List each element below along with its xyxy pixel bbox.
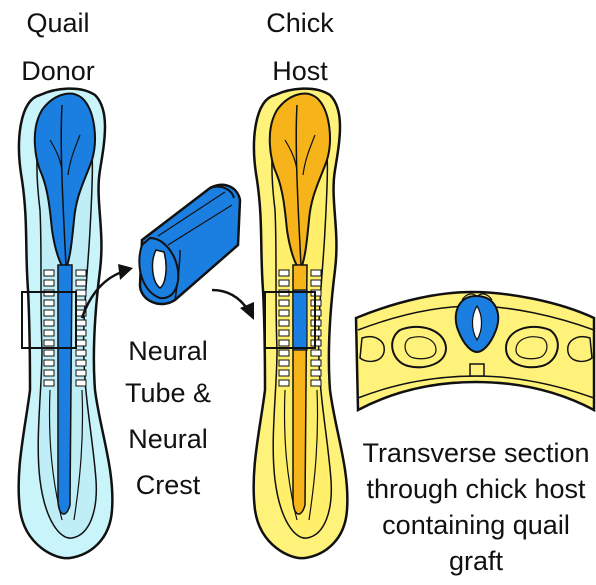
quail-neural-tube bbox=[58, 265, 72, 514]
quail-label-line2: Donor bbox=[21, 56, 95, 86]
section-label-line3: containing quail bbox=[382, 510, 570, 540]
tube-label-line2: Tube & bbox=[125, 378, 211, 408]
arrow-block-to-host-head bbox=[240, 302, 254, 320]
chick-grafted-segment bbox=[293, 290, 307, 350]
quail-label-line1: Quail bbox=[26, 8, 89, 38]
section-lateral-right bbox=[568, 337, 592, 362]
section-notochord bbox=[470, 364, 484, 376]
transverse-section bbox=[356, 292, 594, 410]
chick-label-line2: Host bbox=[272, 56, 328, 86]
section-lateral-left bbox=[360, 337, 384, 362]
section-label-line1: Transverse section bbox=[362, 438, 589, 468]
tube-label-line4: Crest bbox=[136, 470, 201, 500]
tube-label-line1: Neural bbox=[128, 336, 208, 366]
quail-donor-embryo bbox=[19, 89, 113, 559]
section-label-line2: through chick host bbox=[366, 474, 586, 504]
tube-label-line3: Neural bbox=[128, 424, 208, 454]
arrow-donor-to-block-head bbox=[118, 264, 133, 280]
section-label-line4: graft bbox=[449, 546, 504, 576]
neural-tube-block bbox=[139, 185, 240, 304]
chick-label-line1: Chick bbox=[266, 8, 334, 38]
chick-host-embryo bbox=[254, 89, 348, 559]
section-somite-right-inner bbox=[516, 337, 547, 359]
section-somite-left-inner bbox=[405, 337, 436, 359]
